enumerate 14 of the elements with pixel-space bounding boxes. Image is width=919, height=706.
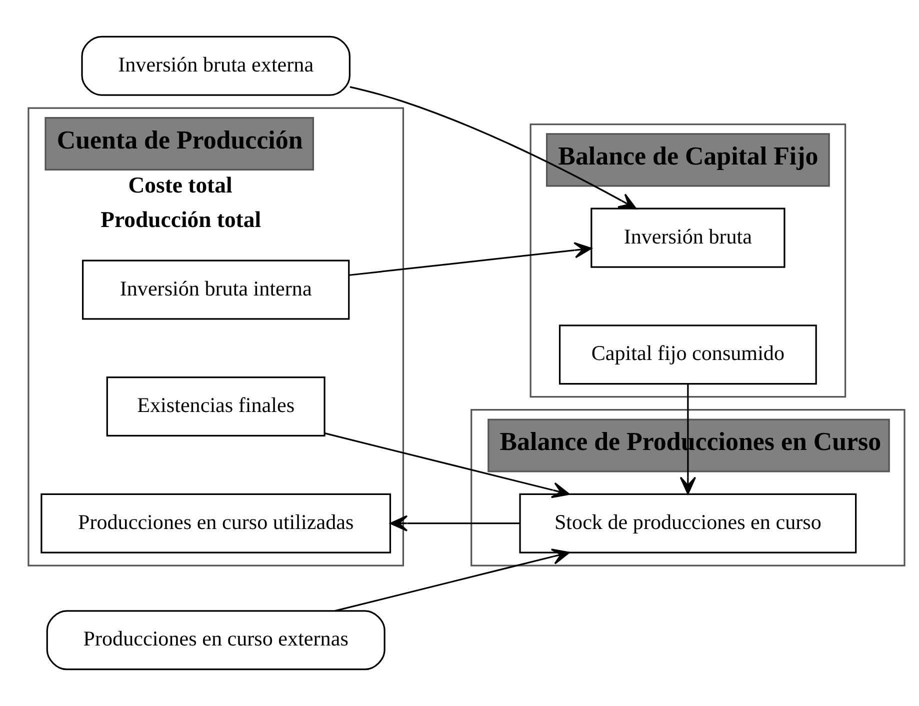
node-box: Producciones en curso externas bbox=[46, 610, 385, 670]
node-box: Inversión bruta externa bbox=[80, 36, 350, 96]
arrow bbox=[334, 548, 570, 612]
arrow bbox=[349, 86, 636, 210]
node-box: Producciones en curso utilizadas bbox=[40, 493, 391, 554]
node-box: Stock de producciones en curso bbox=[518, 493, 856, 554]
arrow bbox=[389, 515, 520, 532]
arrow bbox=[348, 242, 592, 276]
arrow bbox=[324, 432, 570, 498]
node-box: Capital fijo consumido bbox=[558, 324, 816, 385]
node-box: Inversión bruta interna bbox=[82, 260, 350, 320]
node-box: Inversión bruta bbox=[590, 208, 785, 268]
arrow bbox=[679, 384, 696, 494]
node-box: Existencias finales bbox=[106, 376, 325, 437]
